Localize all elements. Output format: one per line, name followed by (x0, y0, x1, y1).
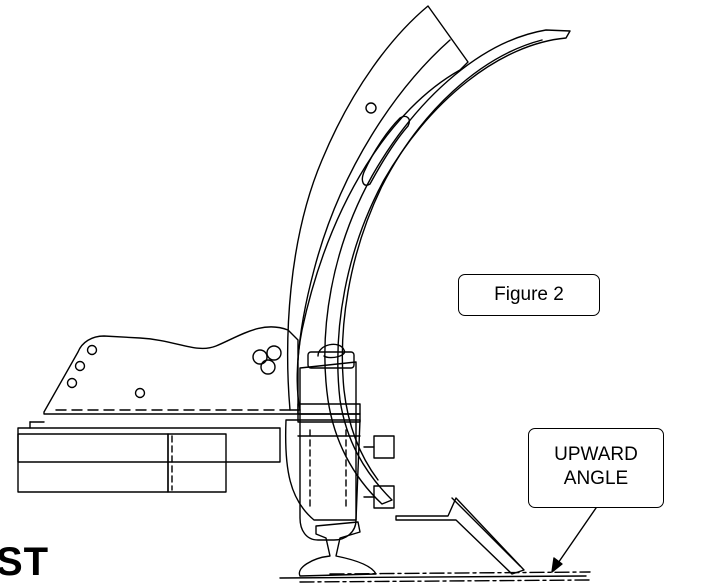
square-tube (17, 427, 281, 463)
ground-line-dashed-2 (299, 579, 591, 583)
bracket-hole-5 (252, 349, 268, 365)
ground-line-solid (279, 575, 587, 579)
bracket-hole-7 (260, 359, 276, 375)
post-collar-2 (297, 413, 361, 423)
bracket-hole-1 (86, 344, 98, 356)
figure-label-text: Figure 2 (494, 284, 564, 305)
shield-hole (365, 102, 377, 114)
bolt-upper (373, 435, 395, 459)
tube-collar (167, 433, 227, 493)
post-top-cap (307, 351, 355, 369)
bolt-lower (373, 485, 395, 509)
callout-line-1: UPWARD (554, 444, 638, 465)
skid-shoe (298, 521, 377, 577)
bracket-hole-2 (74, 360, 86, 372)
callout-leader (555, 507, 597, 567)
side-plate (284, 419, 361, 521)
upward-angle-callout-box: UPWARD ANGLE (528, 428, 664, 508)
tube-end-block (17, 433, 169, 493)
bracket-hole-3 (66, 377, 78, 389)
callout-arrowhead (551, 557, 563, 573)
bracket-hole-6 (266, 345, 282, 361)
shield-inner-edge (297, 39, 451, 361)
post-spring-clip (317, 343, 346, 359)
curved-ring-inner (341, 39, 543, 481)
mount-bracket-plate (43, 326, 299, 415)
ground-line-dashed (329, 571, 591, 575)
figure-label-box: Figure 2 (458, 274, 600, 316)
caster-post (299, 361, 357, 541)
bracket-hole-4 (134, 387, 146, 399)
outer-curved-shield (286, 5, 469, 411)
angled-plate (395, 497, 525, 575)
callout-line-2: ANGLE (563, 468, 629, 489)
cropped-heading-text: ST (0, 540, 50, 584)
ring-slot (361, 115, 410, 186)
